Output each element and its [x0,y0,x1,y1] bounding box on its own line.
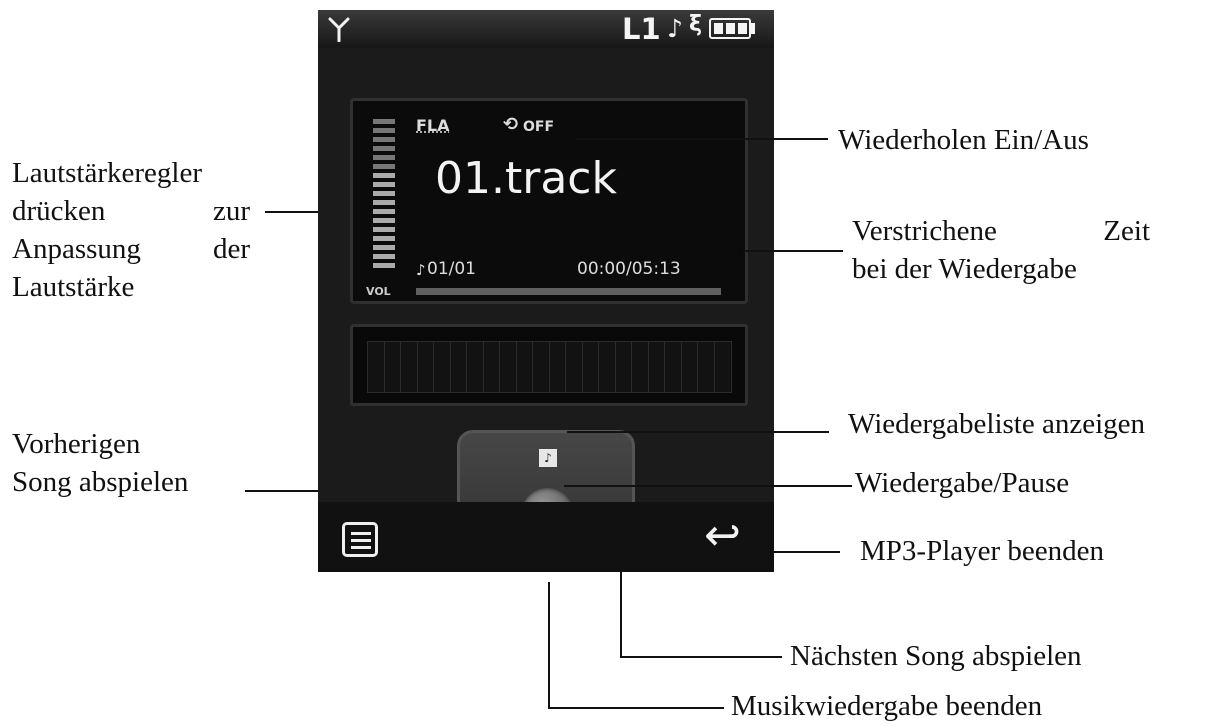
equalizer-bar [433,341,451,393]
music-note-icon: ♪ [667,14,683,43]
line-indicator: L1 [622,12,661,46]
equalizer-bar [581,341,600,393]
play-pause-annotation: Wiedergabe/Pause [855,467,1070,499]
progress-bar[interactable] [416,288,721,295]
playlist-icon[interactable]: ♪ [539,449,557,467]
track-info-panel: VOL FLA ⟲ OFF 01.track ♪ 01/01 00:00/05:… [350,98,748,304]
volume-segment [373,209,395,214]
equalizer-bar [548,341,567,393]
equalizer-bar [416,341,435,393]
elapsed-time: 00:00/05:13 [577,259,681,279]
volume-segment [373,263,395,268]
bottom-bar: ↩ [318,502,774,572]
equalizer-bar [713,341,732,393]
music-note-small-icon: ♪ [416,261,426,279]
status-bar: L1 ♪ ξ [318,10,774,48]
next-song-annotation: Nächsten Song abspielen [790,640,1082,672]
equalizer-bar [697,341,715,393]
stop-music-annotation: Musikwiedergabe beenden [731,690,1043,722]
equalizer-bar [383,341,402,393]
equalizer-bar [614,341,633,393]
stop-leader-line [548,707,724,709]
equalizer-bar [466,341,484,393]
volume-segment [373,182,395,187]
equalizer-bar [565,341,583,393]
exit-leader-line [758,551,840,553]
volume-segment [373,128,395,133]
equalizer-bar [647,341,666,393]
format-label: FLA [416,116,450,135]
volume-segment [373,173,395,178]
volume-segment [373,200,395,205]
play-pause-leader-line [564,485,852,487]
player-area: VOL FLA ⟲ OFF 01.track ♪ 01/01 00:00/05:… [318,48,774,572]
repeat-status[interactable]: OFF [523,119,555,135]
equalizer-bar [449,341,468,393]
volume-segment [373,146,395,151]
volume-segment [373,164,395,169]
volume-segment [373,119,395,124]
track-title: 01.track [435,153,617,204]
battery-tip [751,23,755,34]
show-playlist-annotation: Wiedergabeliste anzeigen [848,408,1146,440]
equalizer-bar [499,341,517,393]
repeat-leader-line [576,138,828,140]
volume-segment [373,254,395,259]
playlist-leader-line [567,431,829,433]
volume-segment [373,218,395,223]
repeat-icon: ⟲ [503,114,519,135]
volume-leader-line [265,211,345,213]
equalizer-bar [664,341,682,393]
equalizer-bar [532,341,550,393]
mp3-player-screen: L1 ♪ ξ VOL FLA ⟲ OFF 01.track ♪ 01/01 00… [318,10,774,572]
stop-vertical-line [548,582,550,708]
equalizer-bar [598,341,616,393]
equalizer-panel [350,324,748,406]
menu-list-icon[interactable] [342,522,378,557]
equalizer-bar [400,341,418,393]
volume-segment [373,191,395,196]
volume-segment [373,155,395,160]
volume-segment [373,227,395,232]
exit-player-annotation: MP3-Player beenden [860,535,1105,567]
equalizer-bar [631,341,649,393]
next-vertical-line [620,567,622,657]
equalizer-bar [367,341,385,393]
track-position: 01/01 [427,259,476,279]
equalizer-bar [482,341,501,393]
previous-song-annotation: Vorherigen Song abspielen [12,428,189,498]
volume-segment [373,245,395,250]
volume-label: VOL [366,285,391,298]
elapsed-leader-line [743,250,843,252]
equalizer-bar [515,341,534,393]
volume-segment [373,236,395,241]
back-arrow-icon[interactable]: ↩ [704,510,741,561]
sound-wave-icon: ξ [689,12,702,37]
antenna-icon [328,17,350,42]
equalizer-bar [680,341,699,393]
repeat-annotation: Wiederholen Ein/Aus [838,124,1089,156]
volume-segment [373,137,395,142]
next-leader-line [620,656,782,658]
battery-icon [709,18,751,39]
